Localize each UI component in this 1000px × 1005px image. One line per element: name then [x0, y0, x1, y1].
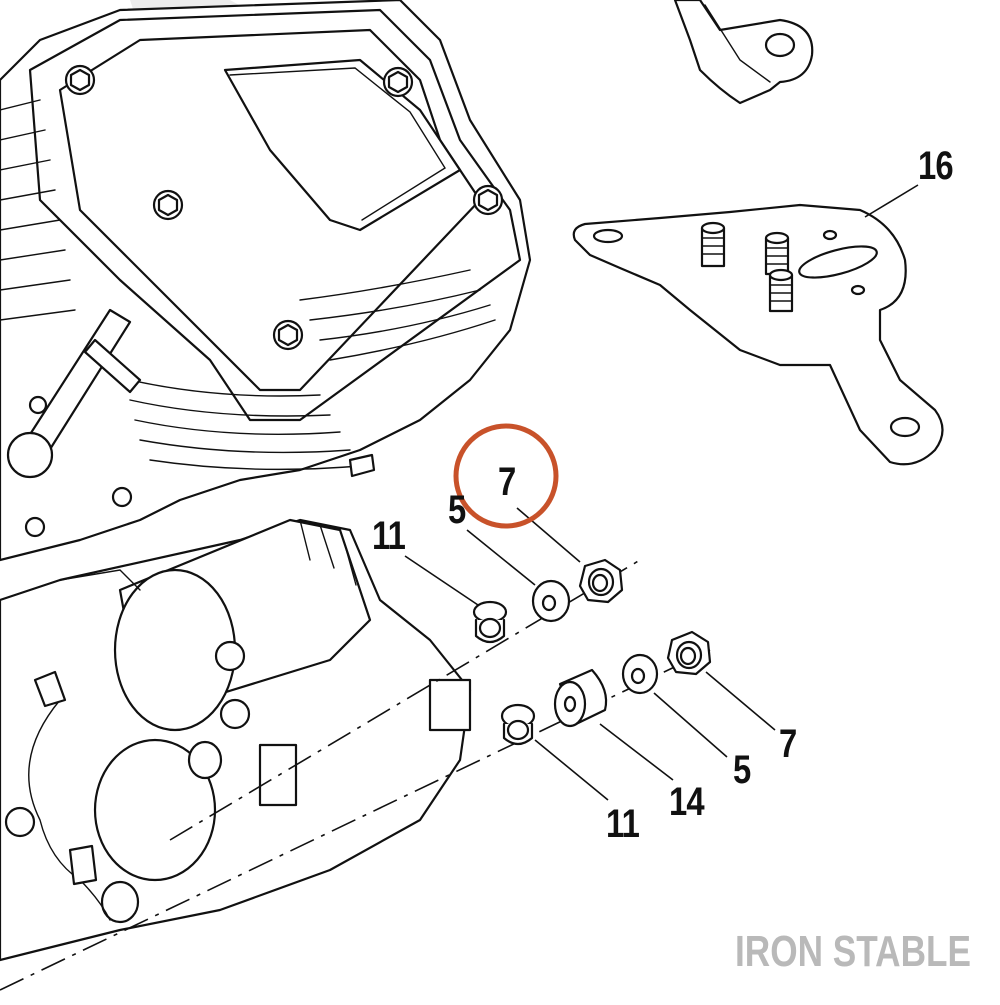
washer-5-lower: [621, 653, 659, 695]
highlight-circle: [453, 423, 559, 529]
head-bolt: [472, 184, 504, 216]
callout-11-upper: 11: [372, 514, 406, 558]
head-bolt: [152, 189, 184, 221]
brand-watermark: IRON STABLE: [735, 927, 971, 976]
washer-5-upper: [531, 579, 571, 623]
bushing-11-lower: [500, 703, 536, 746]
mounting-bracket-16: [572, 203, 944, 466]
nut-7-upper: [578, 558, 624, 604]
callout-5-lower: 5: [733, 748, 751, 792]
leader-lines: [404, 184, 919, 801]
head-bolt: [64, 64, 96, 96]
spacer-14: [553, 668, 608, 728]
bracket-stud: [700, 221, 726, 268]
callout-7-highlighted: 7: [498, 460, 516, 504]
callout-16: 16: [918, 144, 954, 188]
callout-5-upper: 5: [448, 488, 466, 532]
engine-cylinder-head: [0, 0, 532, 562]
upper-bracket: [673, 0, 814, 105]
bracket-stud: [768, 268, 794, 313]
callout-7-lower: 7: [779, 722, 797, 766]
bushing-11-upper: [472, 600, 508, 644]
bracket-stud: [764, 231, 790, 276]
upper-bracket-hole: [764, 32, 796, 58]
nut-7-lower: [666, 630, 712, 676]
head-bolt: [382, 66, 414, 98]
head-bolt: [272, 319, 304, 351]
callout-11-lower: 11: [606, 802, 640, 846]
callout-14: 14: [669, 780, 705, 824]
starter-motor: [0, 453, 472, 962]
